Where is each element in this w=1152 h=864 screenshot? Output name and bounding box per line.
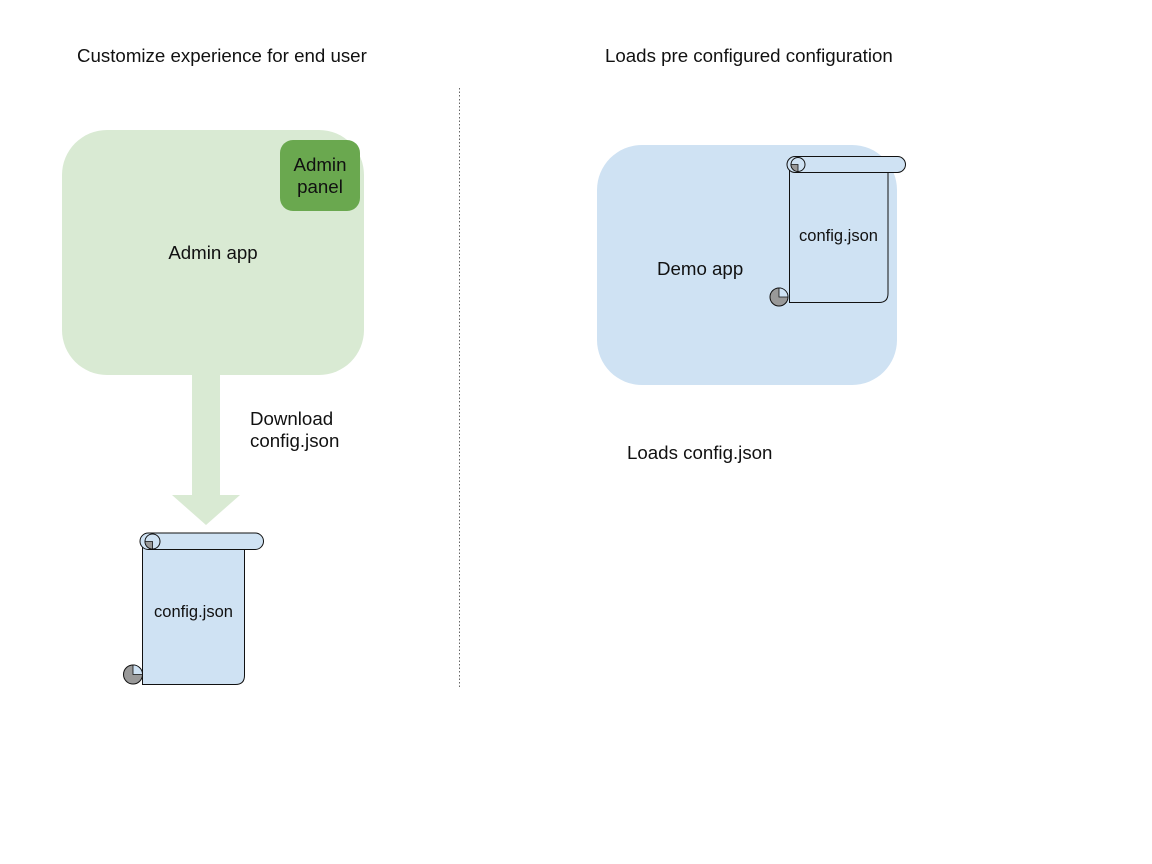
- admin-app-label: Admin app: [168, 242, 258, 263]
- demo-app-label: Demo app: [657, 258, 744, 279]
- config-file-label-left: config.json: [154, 603, 233, 621]
- config-file-label-right: config.json: [799, 227, 878, 245]
- download-arrow-icon: [172, 375, 240, 525]
- left-section-title: Customize experience for end user: [77, 45, 367, 66]
- section-divider: [459, 88, 460, 687]
- admin-panel-badge: Admin panel: [280, 140, 360, 211]
- config-file-scroll-icon-left: [123, 532, 264, 685]
- right-section-title: Loads pre configured configuration: [605, 45, 893, 66]
- loads-config-caption: Loads config.json: [627, 442, 773, 463]
- admin-panel-label: Admin panel: [293, 153, 347, 197]
- config-file-scroll-icon-right: [769, 156, 906, 307]
- download-arrow-label: Download config.json: [250, 408, 340, 451]
